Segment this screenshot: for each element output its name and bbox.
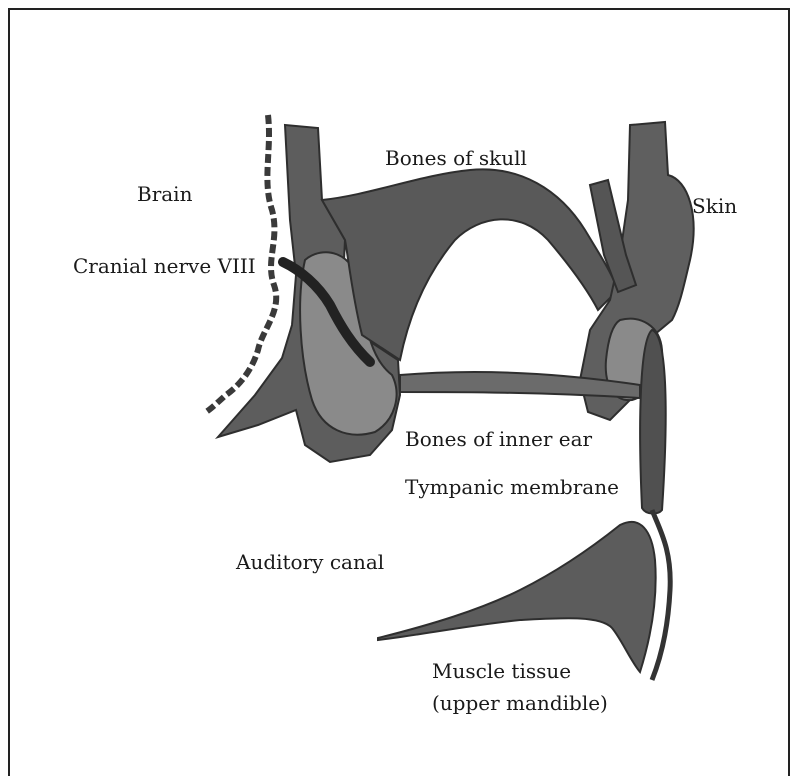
label-cranial-nerve: Cranial nerve VIII bbox=[73, 254, 256, 278]
label-upper-mandible: (upper mandible) bbox=[432, 691, 608, 715]
tympanic-membrane-shape bbox=[640, 330, 666, 514]
label-bones-of-skull: Bones of skull bbox=[385, 146, 527, 170]
label-brain: Brain bbox=[137, 182, 192, 206]
skull-arch bbox=[322, 169, 618, 360]
label-skin: Skin bbox=[692, 194, 737, 218]
muscle-tissue-shape bbox=[378, 522, 656, 672]
label-bones-inner-ear: Bones of inner ear bbox=[405, 427, 592, 451]
label-auditory-canal: Auditory canal bbox=[236, 550, 384, 574]
label-muscle-tissue: Muscle tissue bbox=[432, 659, 571, 683]
label-tympanic-membrane: Tympanic membrane bbox=[405, 475, 619, 499]
